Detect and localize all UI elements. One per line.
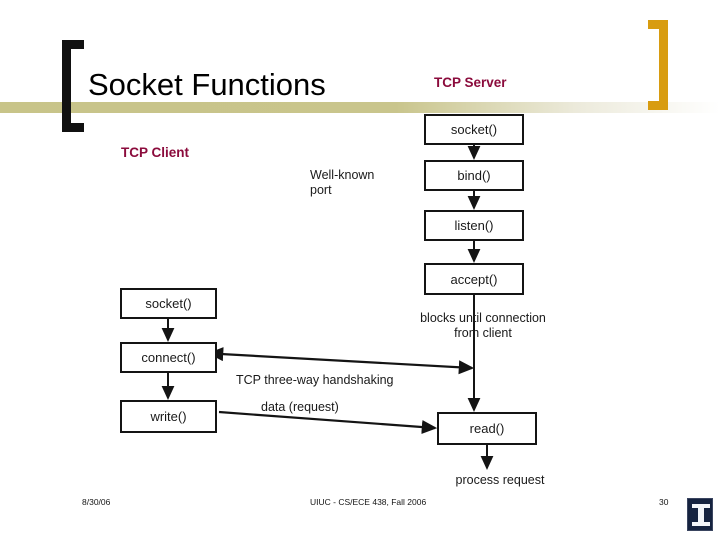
logo-top-serif — [692, 504, 710, 508]
right-bracket-decoration — [648, 20, 668, 110]
section-label-tcp-client: TCP Client — [121, 145, 190, 160]
annotation-tcp-handshake: TCP three-way handshaking — [236, 373, 394, 387]
illinois-block-i-logo-icon — [687, 498, 713, 531]
annotation-data-request: data (request) — [261, 400, 339, 414]
flow-box-server-bind[interactable]: bind() — [424, 160, 524, 191]
logo-column — [698, 507, 704, 523]
flow-box-client-write[interactable]: write() — [120, 400, 217, 433]
annotation-process-request: process request — [455, 473, 545, 487]
section-label-tcp-server: TCP Server — [434, 75, 507, 90]
flow-box-server-read[interactable]: read() — [437, 412, 537, 445]
left-bracket-decoration — [62, 40, 84, 132]
flow-box-client-connect[interactable]: connect() — [120, 342, 217, 373]
footer-page-number: 30 — [659, 497, 669, 507]
flow-box-server-accept[interactable]: accept() — [424, 263, 524, 295]
annotation-well-known-port: Well-known port — [310, 168, 375, 197]
flow-box-server-listen[interactable]: listen() — [424, 210, 524, 241]
flow-box-client-socket[interactable]: socket() — [120, 288, 217, 319]
footer-venue: UIUC - CS/ECE 438, Fall 2006 — [310, 497, 427, 507]
annotation-blocks-until-connection: blocks until connection from client — [420, 311, 546, 340]
logo-bottom-serif — [692, 522, 710, 526]
page-title: Socket Functions — [88, 67, 326, 102]
title-accent-band — [0, 102, 720, 113]
footer-date: 8/30/06 — [82, 497, 111, 507]
flow-box-server-socket[interactable]: socket() — [424, 114, 524, 145]
